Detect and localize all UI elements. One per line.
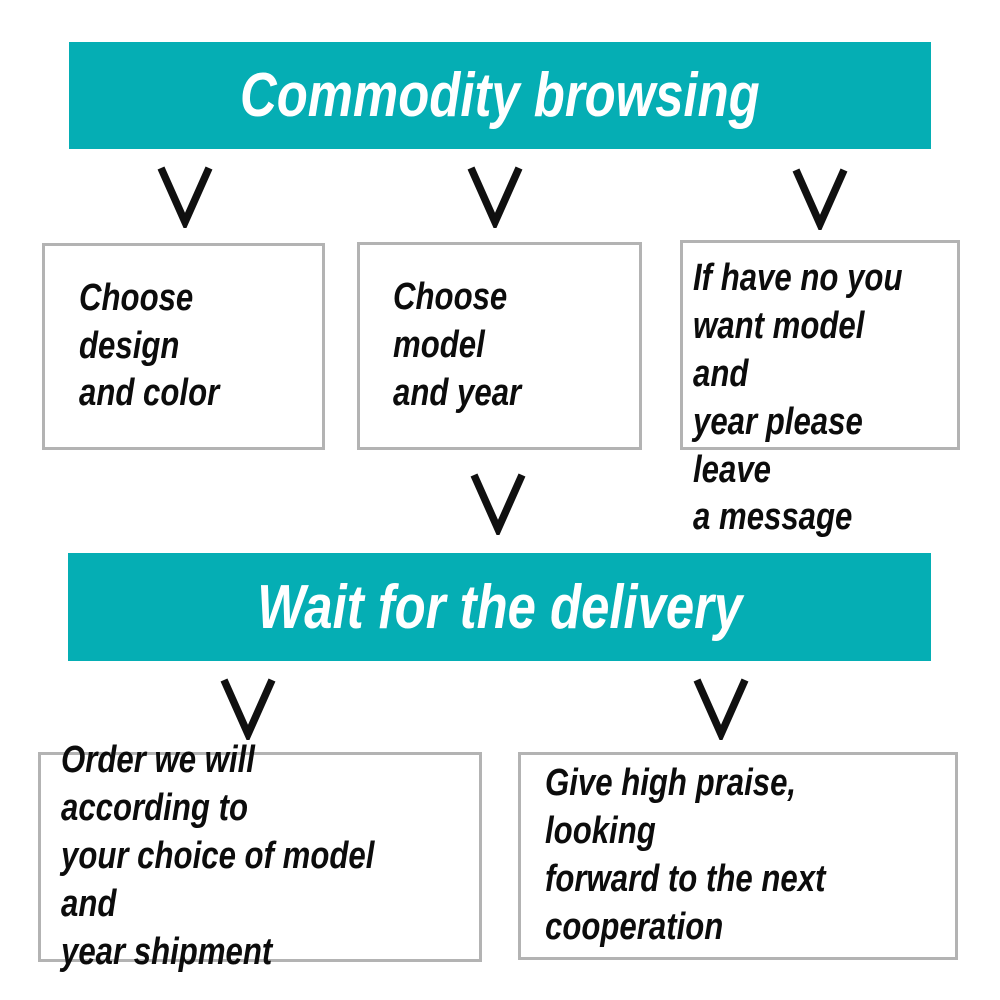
step-choose-model-label: Choose model and year	[393, 276, 522, 414]
step-choose-design-label: Choose design and color	[79, 276, 220, 415]
down-arrow-icon	[470, 473, 526, 535]
banner-wait-for-delivery: Wait for the delivery	[68, 553, 931, 661]
step-box-high-praise: Give high praise, looking forward to the…	[518, 752, 958, 960]
step-box-choose-design: Choose design and color	[42, 243, 325, 450]
banner-commodity-browsing-label: Commodity browsing	[240, 61, 760, 130]
down-arrow-icon	[157, 166, 213, 228]
step-box-shipment: Order we will according to your choice o…	[38, 739, 482, 973]
step-leave-message-label: If have no you want model and year pleas…	[693, 257, 903, 539]
down-arrow-icon	[220, 678, 276, 740]
down-arrow-icon	[792, 168, 848, 230]
step-box-choose-model: Choose model and year	[357, 242, 642, 450]
down-arrow-icon	[467, 166, 523, 228]
step-box-leave-message: If have no you want model and year pleas…	[680, 240, 960, 538]
down-arrow-icon	[693, 678, 749, 740]
step-shipment-label: Order we will according to your choice o…	[61, 739, 375, 973]
step-high-praise-label: Give high praise, looking forward to the…	[545, 762, 826, 948]
banner-commodity-browsing: Commodity browsing	[69, 42, 931, 149]
banner-wait-for-delivery-label: Wait for the delivery	[256, 572, 742, 642]
